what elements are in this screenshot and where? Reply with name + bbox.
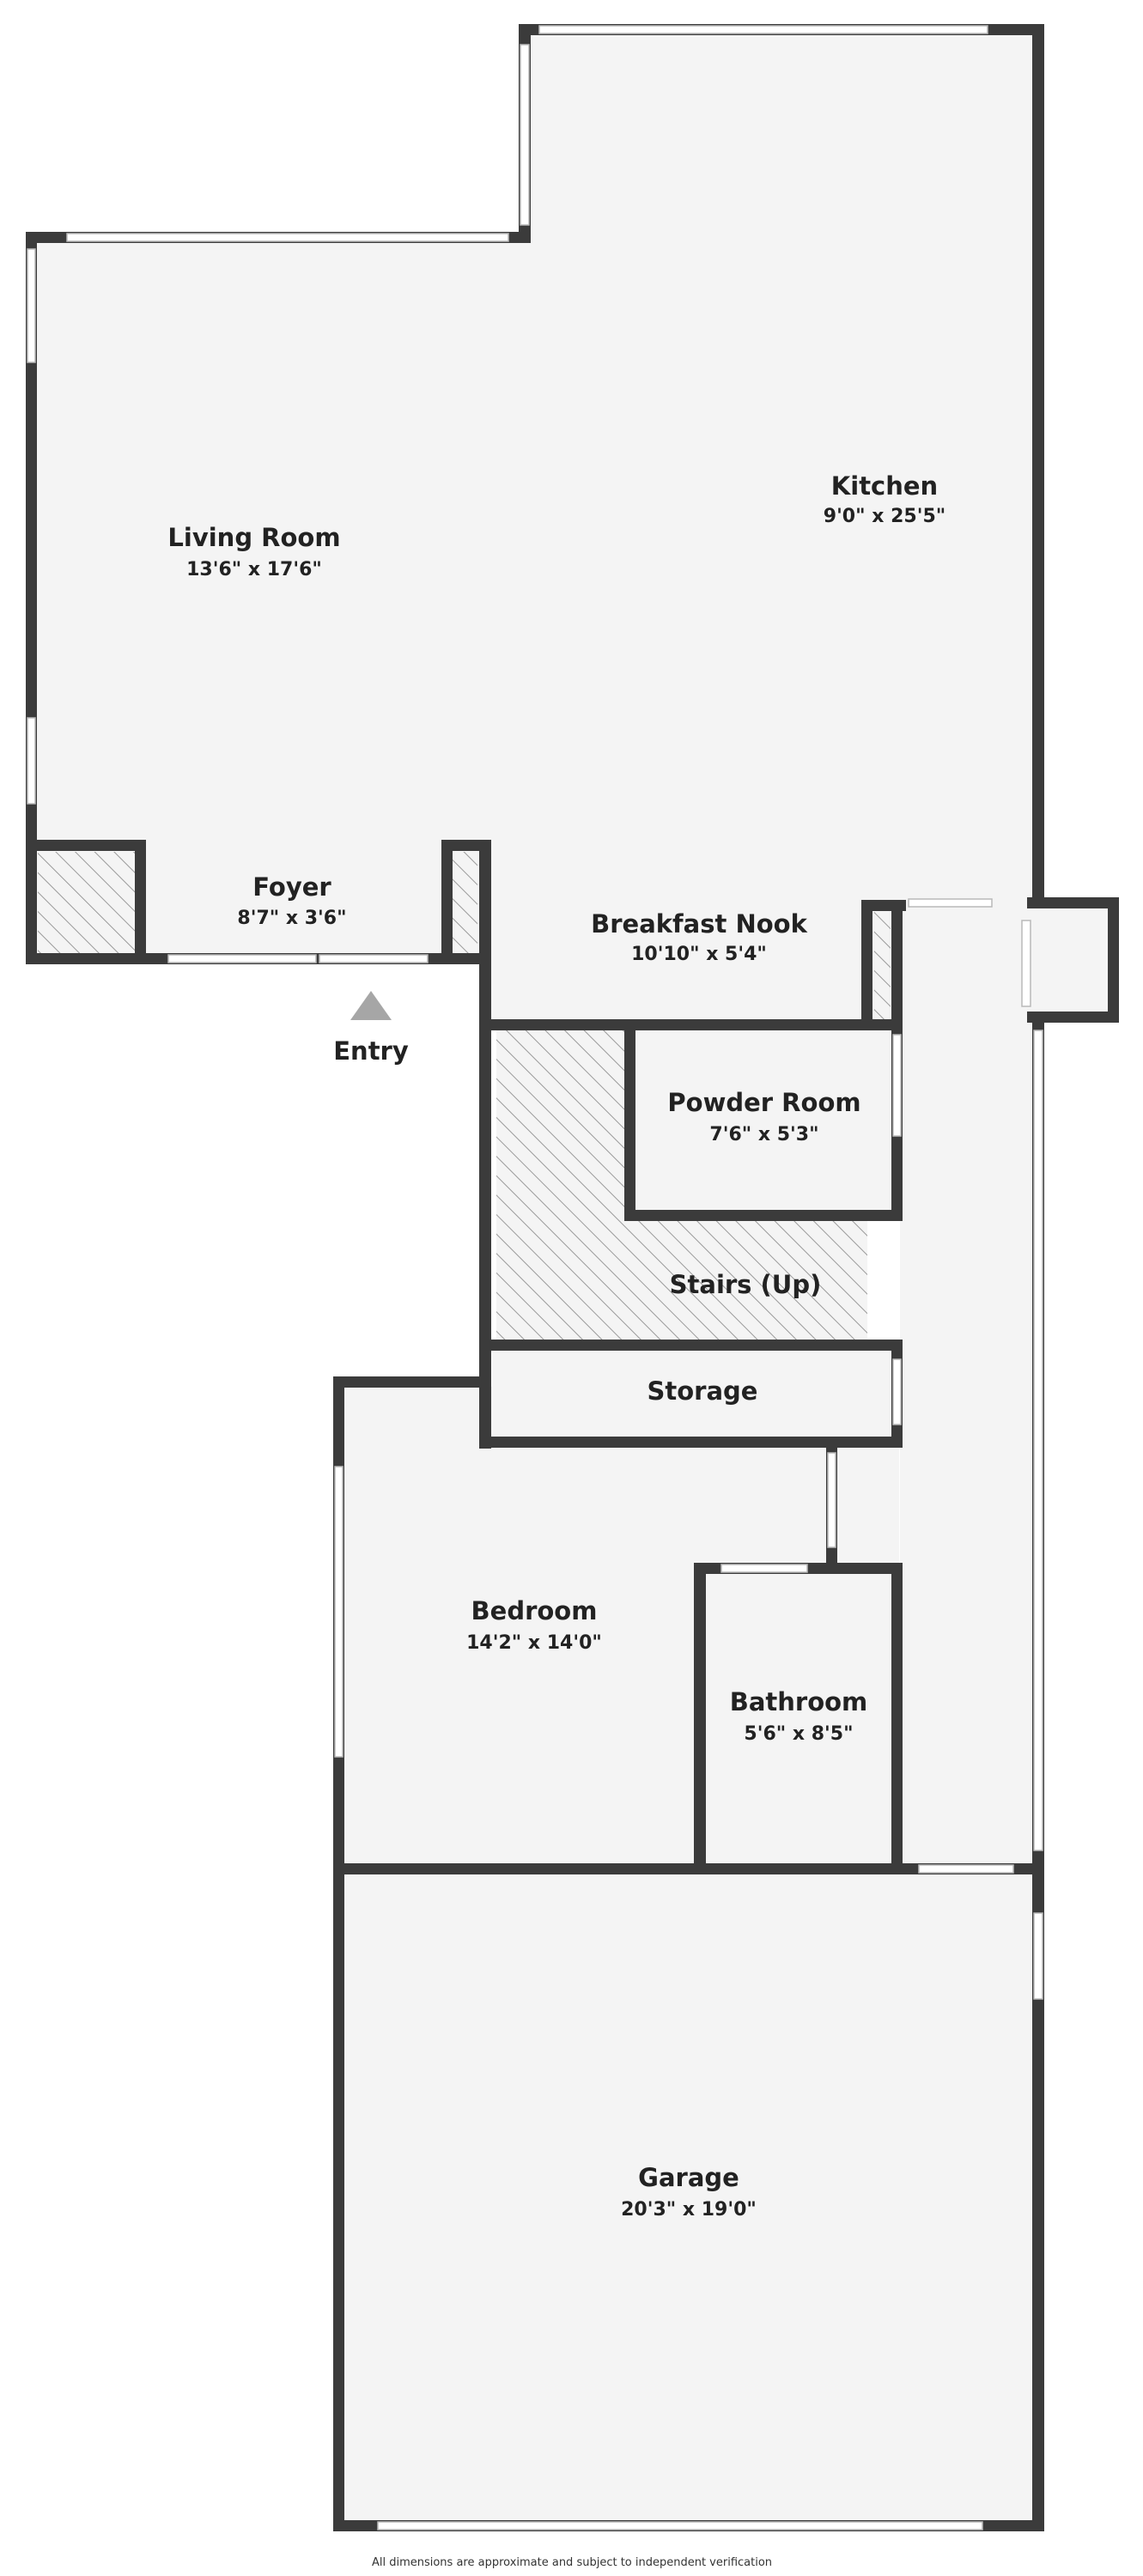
powder-room-dims: 7'6" x 5'3" — [709, 1124, 818, 1145]
bathroom-door — [720, 1564, 808, 1573]
entry-arrow-icon — [350, 991, 392, 1020]
living-closet-hatch — [38, 852, 135, 957]
storage-name: Storage — [647, 1376, 758, 1406]
stairs-hatch — [496, 1030, 867, 1341]
bedroom-door — [827, 1452, 836, 1548]
bathroom-name: Bathroom — [730, 1687, 868, 1716]
hall-floor — [900, 906, 1037, 1863]
living-top-window — [66, 233, 509, 242]
floor-areas — [29, 31, 1113, 2520]
breakfast-nook-dims: 10'10" x 5'4" — [631, 944, 767, 965]
kitchen-name: Kitchen — [831, 471, 938, 501]
kitchen-dims: 9'0" x 25'5" — [824, 506, 945, 527]
living-kitchen-floor — [29, 31, 1037, 1022]
living-left-window-2 — [27, 717, 36, 805]
bedroom-dims: 14'2" x 14'0" — [466, 1632, 602, 1654]
foyer-door-sliding — [167, 954, 317, 963]
garage-door — [377, 2521, 983, 2530]
disclaimer-text: All dimensions are approximate and subje… — [372, 2556, 772, 2569]
living-room-dims: 13'6" x 17'6" — [186, 559, 322, 580]
garage-name: Garage — [638, 2163, 739, 2192]
bedroom-name: Bedroom — [471, 1596, 598, 1625]
garage-floor — [344, 1874, 1037, 2520]
hall-right-window — [1033, 1030, 1043, 1851]
foyer-door — [319, 954, 429, 963]
foyer-dims: 8'7" x 3'6" — [237, 908, 346, 929]
powder-room-floor — [633, 1029, 896, 1212]
nook-column-hatch — [874, 911, 891, 1022]
bathroom-floor — [706, 1573, 895, 1865]
garage-right-door — [1033, 1912, 1043, 2000]
foyer-column-hatch — [453, 852, 477, 957]
hatched-areas — [38, 852, 891, 1341]
living-left-window-1 — [27, 248, 36, 363]
entry-label: Entry — [333, 1036, 409, 1066]
openings — [27, 25, 1043, 2530]
living-room-name: Living Room — [167, 523, 340, 552]
closet-floor — [1031, 904, 1113, 1014]
bedroom-window — [334, 1466, 344, 1758]
kitchen-left-window — [520, 44, 530, 226]
hall-bottom-door — [918, 1864, 1014, 1874]
foyer-name: Foyer — [252, 872, 331, 902]
storage-door — [892, 1358, 902, 1425]
stairs-name: Stairs (Up) — [670, 1270, 822, 1299]
closet-door — [1021, 920, 1031, 1007]
garage-dims: 20'3" x 19'0" — [621, 2199, 757, 2221]
powder-room-name: Powder Room — [667, 1088, 860, 1117]
kitchen-top-window — [538, 25, 988, 34]
bathroom-dims: 5'6" x 8'5" — [744, 1723, 853, 1745]
hall-top-door — [908, 898, 993, 908]
powder-room-door — [892, 1034, 902, 1137]
breakfast-nook-name: Breakfast Nook — [591, 909, 807, 939]
